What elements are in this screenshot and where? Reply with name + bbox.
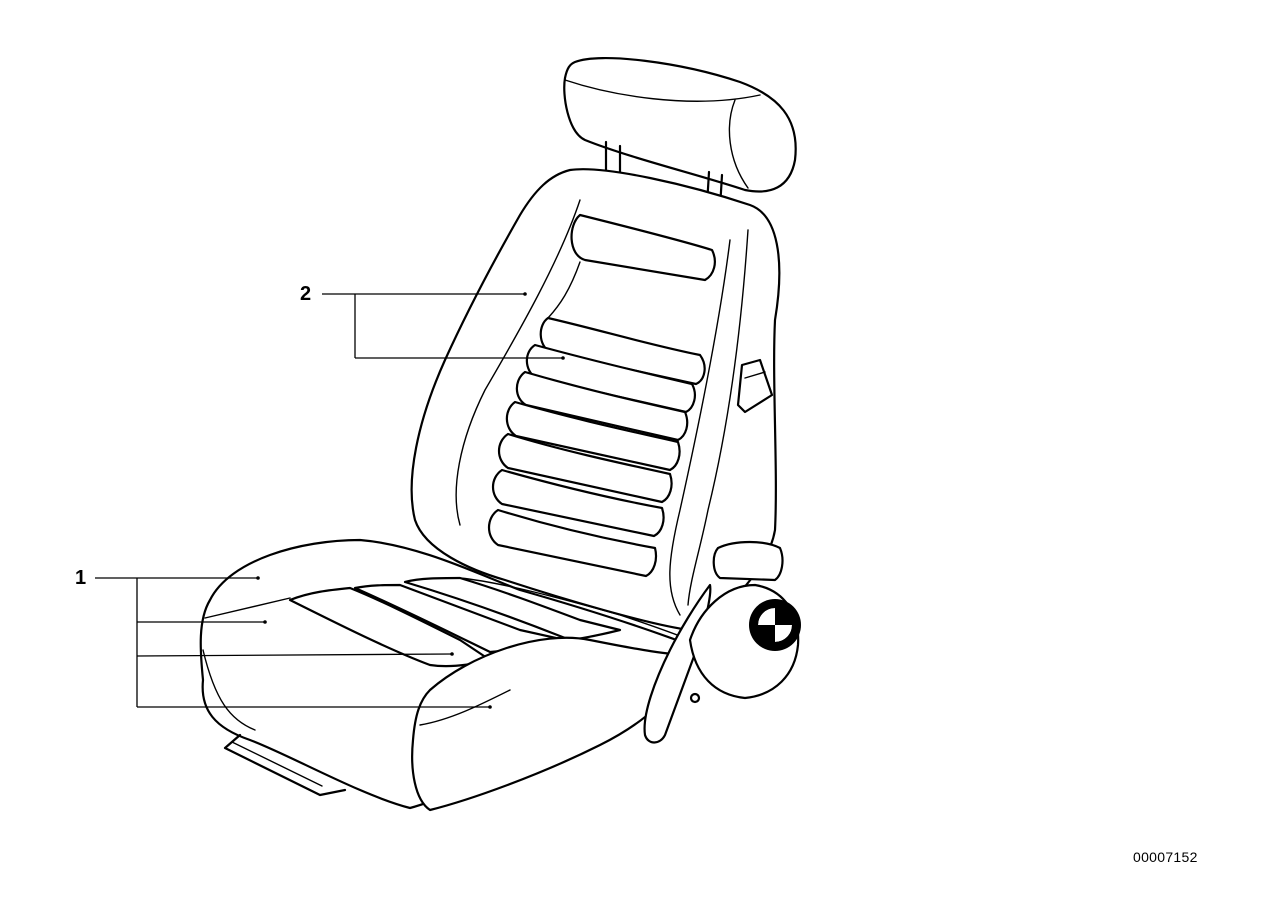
- callout-leaders-1: [95, 576, 492, 709]
- seat-rail: [223, 733, 347, 797]
- recline-lever: [736, 358, 774, 414]
- callout-number-2: 2: [300, 283, 312, 305]
- seat-cushion: [199, 538, 692, 812]
- bmw-roundel-icon: [749, 599, 801, 651]
- callout-number-1: 1: [75, 567, 87, 589]
- diagram-reference-number: 00007152: [1133, 849, 1198, 865]
- backrest-center-panel: [487, 213, 716, 578]
- headrest: [563, 56, 797, 193]
- callout-leaders-2: [322, 292, 565, 360]
